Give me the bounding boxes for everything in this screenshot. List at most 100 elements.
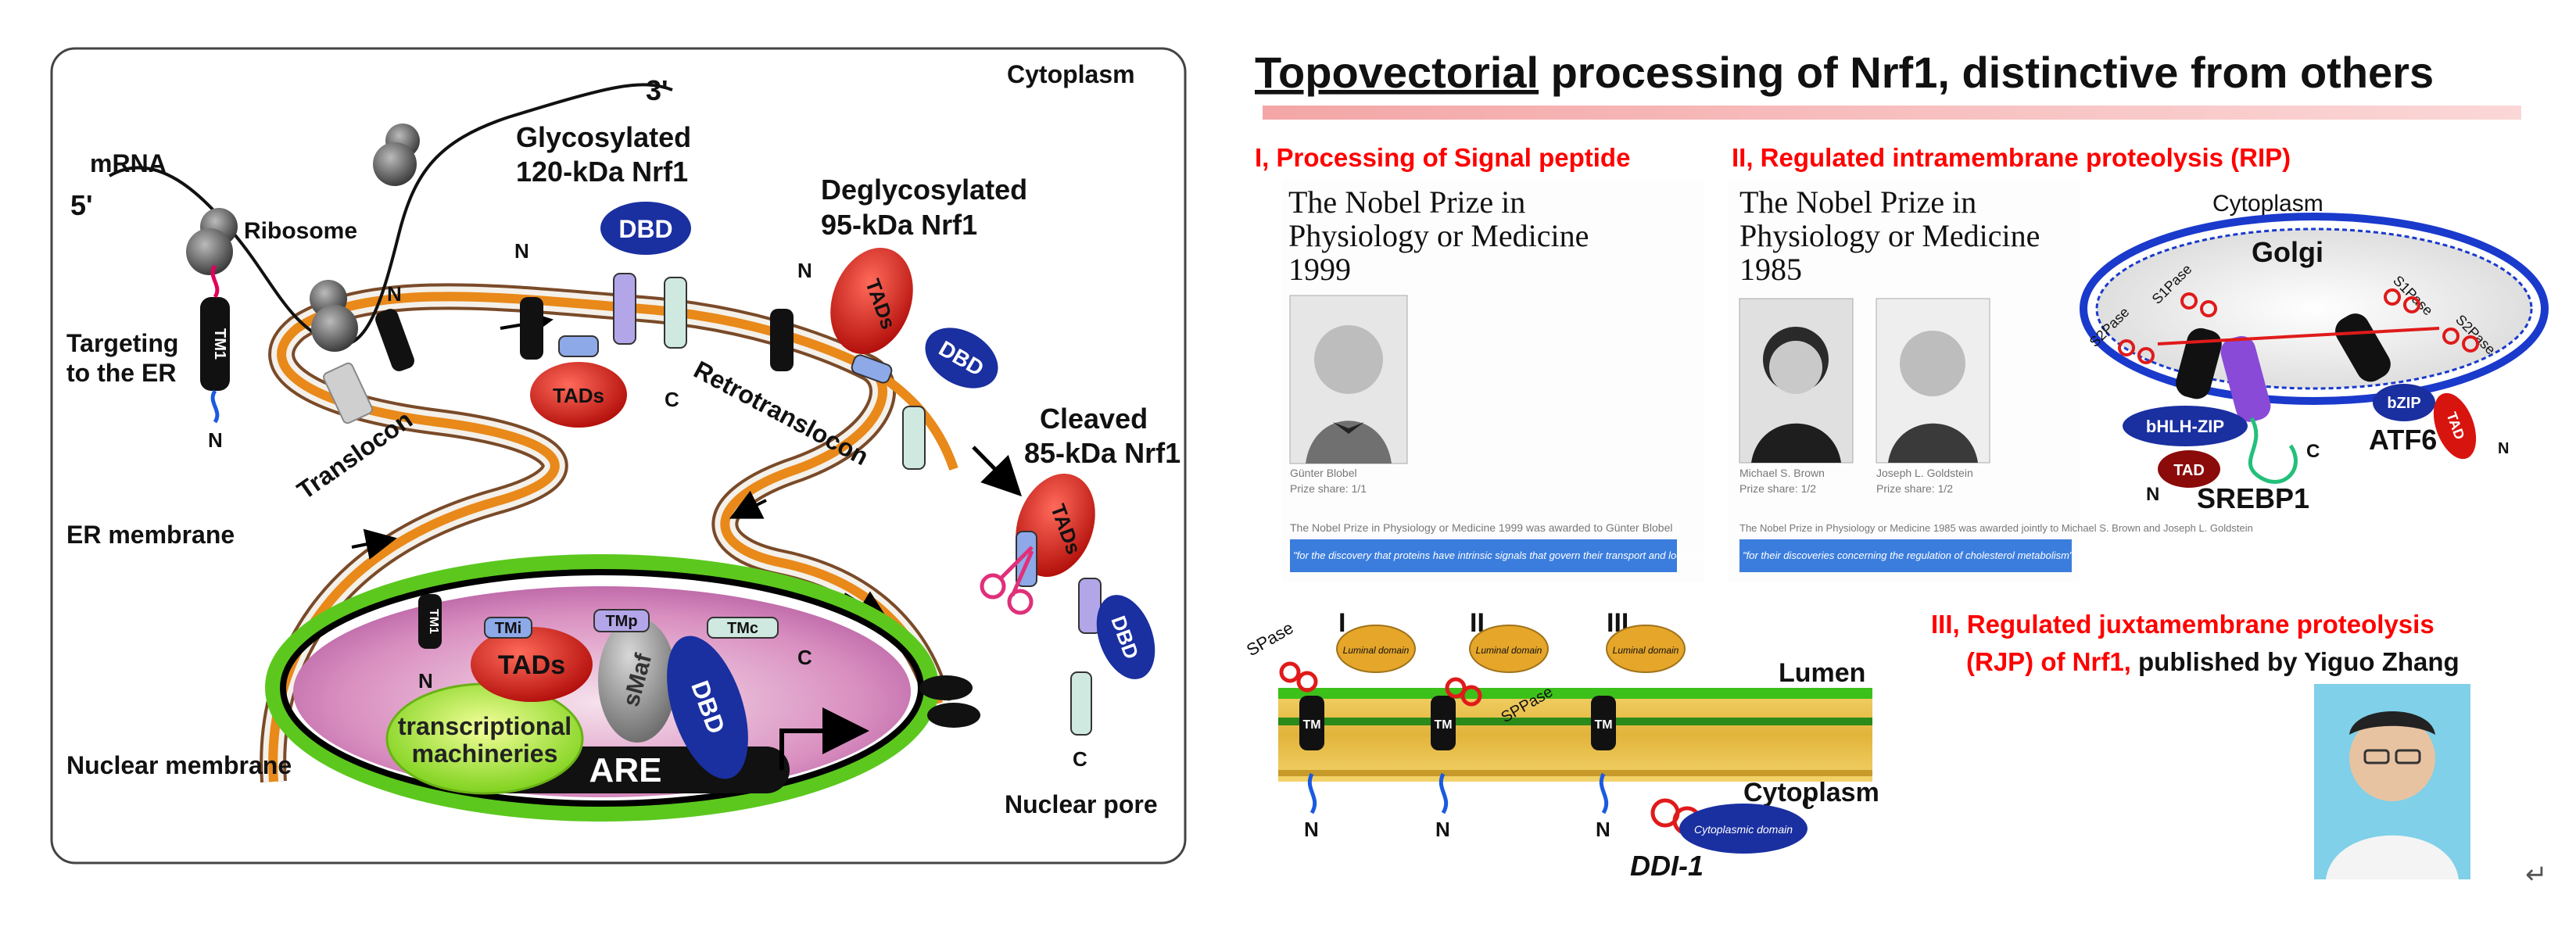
transcriptional-label-1: transcriptional (398, 712, 571, 740)
atf6-label: ATF6 (2369, 424, 2437, 456)
main-title: Topovectorial processing of Nrf1, distin… (1255, 48, 2434, 97)
nobel2-caption-highlight: "for their discoveries concerning the re… (1743, 550, 2074, 561)
targeting-label-1: Targeting (66, 329, 178, 357)
golgi-scissors-icon (2118, 288, 2479, 364)
dbd-glycosylated-label: DBD (618, 215, 672, 243)
return-mark: ↵ (2525, 860, 2548, 890)
c-membrane: C (1802, 793, 1815, 813)
tmc-glycosylated (664, 277, 687, 349)
nobel2-line2: Physiology or Medicine (1739, 218, 2040, 253)
lipid-bilayer (1278, 688, 1872, 782)
ribosome-label: Ribosome (244, 218, 357, 244)
tm-2-label: TM (1434, 718, 1452, 732)
nobel1-caption: The Nobel Prize in Physiology or Medicin… (1290, 521, 1673, 534)
membrane-cytoplasm-label: Cytoplasm (1743, 778, 1879, 807)
tmi-nuclear (484, 617, 532, 639)
n-membrane-3: N (1596, 818, 1610, 841)
golgi-tm-purple (2220, 335, 2271, 422)
goldstein-portrait (1876, 298, 1990, 464)
nobel1-year: 1999 (1288, 252, 1351, 287)
tm1-er-1 (375, 309, 414, 371)
nobel1-line2: Physiology or Medicine (1288, 218, 1589, 253)
nobel-card-1985: The Nobel Prize in Physiology or Medicin… (1728, 180, 2253, 582)
srebp-tad (2158, 450, 2220, 488)
main-title-rest: processing of Nrf1, distinctive from oth… (1539, 48, 2434, 97)
are-label: ARE (589, 751, 662, 789)
nobel2-caption: The Nobel Prize in Physiology or Medicin… (1739, 522, 2253, 534)
tm1-targeting-label: TM1 (211, 328, 228, 360)
tm1-er-2 (520, 297, 543, 360)
nobel2-year: 1985 (1739, 252, 1802, 287)
spase-label: SPase (1243, 618, 1297, 660)
tmi-nuclear-label: TMi (495, 620, 521, 637)
tmp-glycosylated (613, 273, 636, 345)
n-targeting: N (208, 428, 223, 452)
n-er-1: N (387, 282, 402, 306)
main-title-underlined: Topovectorial (1255, 48, 1539, 97)
c-cleaved: C (1073, 747, 1087, 771)
tmp-deglycosylated (851, 354, 893, 384)
nobel-card-1999: The Nobel Prize in Physiology or Medicin… (1282, 180, 1769, 582)
cleaved-label-2: 85-kDa Nrf1 (1024, 437, 1181, 469)
mrna-label: mRNA (90, 149, 167, 177)
ribosomes (186, 124, 420, 352)
right-panel: Topovectorial processing of Nrf1, distin… (1243, 48, 2549, 890)
n-er-3: N (797, 259, 812, 282)
dbd-glycosylated (600, 202, 691, 255)
atf6-tad (2433, 392, 2477, 460)
section3-line2: (RJP) of Nrf1, published by Yiguo Zhang (1966, 647, 2460, 676)
tm1-nuclear (418, 594, 442, 649)
title-underline-bar (1263, 106, 2521, 120)
tm-2 (1431, 696, 1456, 750)
tm-3-label: TM (1594, 718, 1612, 732)
bhlh-zip-domain (2123, 406, 2248, 446)
golgi-cytoplasm-label: Cytoplasm (2212, 191, 2323, 217)
cytoplasmic-domain (1679, 804, 1807, 854)
transcription-arrow (779, 707, 869, 770)
cytoplasmic-domain-label: Cytoplasmic domain (1694, 823, 1793, 836)
atf6-n-label: N (2498, 440, 2509, 457)
tads-glycosylated-label: TADs (553, 384, 604, 407)
dbd-deglycosylated (925, 328, 998, 388)
left-panel: Cytoplasm ARE transcriptional machinerie… (50, 47, 1187, 865)
tmp-nuclear-label: TMp (605, 613, 637, 630)
lumen-label: Lumen (1779, 658, 1865, 688)
tmc-cleaved-2 (1070, 671, 1092, 736)
bzip-domain (2373, 384, 2435, 421)
er-membrane (260, 283, 958, 783)
deglycosylated-label-1: Deglycosylated (821, 174, 1027, 206)
tmi-glycosylated (558, 335, 599, 357)
golgi-tm-srebp (2176, 328, 2222, 399)
golgi-diagram: Cytoplasm Golgi bHLH-ZIP TAD N C SREBP1 … (2080, 191, 2549, 514)
nobel1-caption-highlight-bg (1290, 539, 1677, 572)
roman-1: I (1338, 608, 1345, 638)
roman-2: II (1470, 608, 1485, 638)
brown-portrait (1739, 298, 1854, 464)
tmc-nuclear (707, 617, 779, 639)
nobel2-person2: Joseph L. Goldstein (1876, 467, 1973, 479)
luminal-domain-2 (1469, 625, 1549, 673)
bhlh-zip-label: bHLH-ZIP (2146, 417, 2224, 436)
section3-line2-red: (RJP) of Nrf1, (1966, 647, 2131, 676)
golgi-tm-atf6 (2335, 313, 2391, 382)
luminal-domain-3-label: Luminal domain (1613, 645, 1679, 656)
c-nuclear: C (797, 646, 812, 669)
section3-line2-black: published by Yiguo Zhang (2131, 647, 2460, 676)
luminal-domain-1 (1336, 625, 1416, 673)
tm-3 (1591, 696, 1616, 750)
author-photo (2314, 684, 2470, 879)
luminal-domain-3 (1606, 625, 1686, 673)
nuclear-membrane-label: Nuclear membrane (66, 751, 292, 779)
ddi1-label: DDI-1 (1630, 850, 1704, 882)
luminal-domain-1-label: Luminal domain (1343, 645, 1410, 656)
blobel-portrait (1289, 295, 1408, 464)
tm1-targeting (200, 297, 230, 391)
srebp-c-label: C (2306, 441, 2320, 462)
tads-deglycosylated (830, 248, 913, 354)
luminal-domain-2-label: Luminal domain (1476, 645, 1542, 656)
three-prime: 3' (646, 74, 668, 106)
glycosylated-label-1: Glycosylated (516, 121, 691, 153)
tm1-nuclear-label: TM1 (427, 609, 440, 634)
scissors-icon (980, 546, 1034, 615)
nobel2-line1: The Nobel Prize in (1739, 184, 1976, 220)
